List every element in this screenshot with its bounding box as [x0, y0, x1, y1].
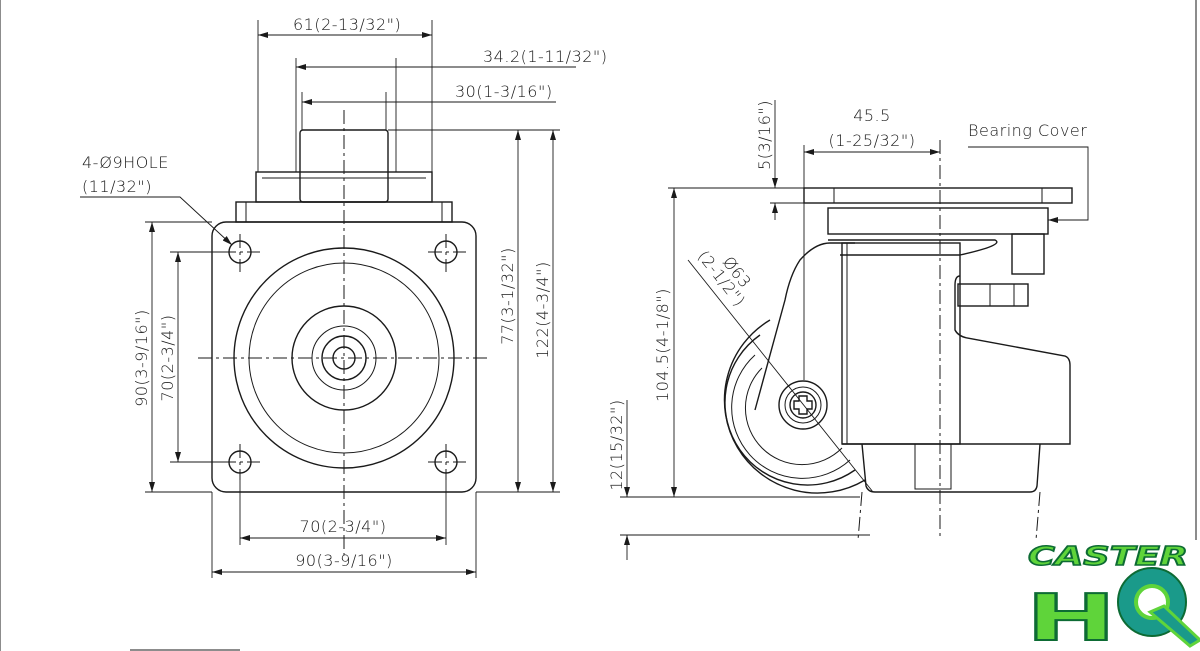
dim-offset: 45.5 — [853, 106, 891, 125]
caster-hq-logo: CASTER H — [1025, 541, 1200, 651]
dim-leveling: 12(15/32") — [607, 399, 626, 490]
wheel — [723, 319, 866, 494]
bearing-cover — [827, 207, 1049, 235]
label-bearing-cover: Bearing Cover — [968, 121, 1087, 140]
dim-housing-width: 34.2(1-11/32") — [483, 47, 608, 66]
axle-screw-icon — [793, 395, 813, 415]
dim-hole-inch: (11/32") — [82, 177, 152, 196]
logo-caster-text: CASTER — [1028, 542, 1188, 572]
dim-stem-width: 30(1-3/16") — [455, 82, 553, 101]
dim-plate-width: 90(3-9/16") — [295, 551, 393, 570]
dim-offset-inch: (1-25/32") — [829, 131, 916, 150]
dim-hole: 4-Ø9HOLE — [82, 153, 169, 172]
dim-body-height: 77(3-1/32") — [498, 247, 517, 345]
dim-plate-height: 90(3-9/16") — [132, 309, 151, 407]
dim-total-height: 122(4-3/4") — [533, 261, 552, 359]
side-view — [723, 140, 1073, 541]
logo-h-text: H — [1026, 582, 1116, 651]
front-view — [198, 110, 490, 555]
mounting-holes — [228, 240, 458, 474]
dim-height: 104.5(4-1/8") — [653, 288, 672, 402]
dim-plate-thickness: 5(3/16") — [755, 100, 774, 170]
dim-hole-spacing-h: 70(2-3/4") — [300, 517, 387, 536]
front-dimensions — [80, 20, 576, 578]
side-dimensions — [620, 100, 1089, 560]
dim-overall-top-width: 61(2-13/32") — [293, 15, 401, 34]
dim-hole-spacing-v: 70(2-3/4") — [158, 315, 177, 402]
